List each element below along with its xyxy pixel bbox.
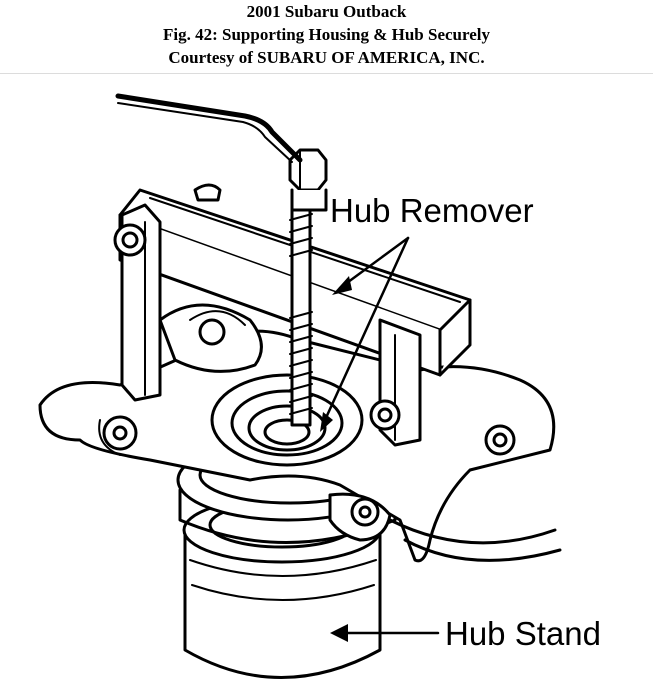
callout-leaders [323, 236, 440, 635]
caption-vehicle: 2001 Subaru Outback [246, 2, 407, 21]
wrench-handle [115, 93, 303, 163]
caption-courtesy: Courtesy of SUBARU OF AMERICA, INC. [168, 48, 485, 67]
callout-arrowheads [320, 276, 352, 642]
label-hub-remover: Hub Remover [330, 192, 534, 229]
caption-figure-title: Fig. 42: Supporting Housing & Hub Secure… [163, 25, 490, 44]
threaded-screw [288, 148, 328, 427]
figure-caption: 2001 Subaru Outback Fig. 42: Supporting … [0, 0, 653, 74]
caption-divider [0, 73, 653, 74]
housing-knuckle [38, 303, 562, 563]
hub-remover-diagram: Hub Remover Hub Stand [38, 93, 601, 679]
label-hub-stand: Hub Stand [445, 615, 601, 652]
